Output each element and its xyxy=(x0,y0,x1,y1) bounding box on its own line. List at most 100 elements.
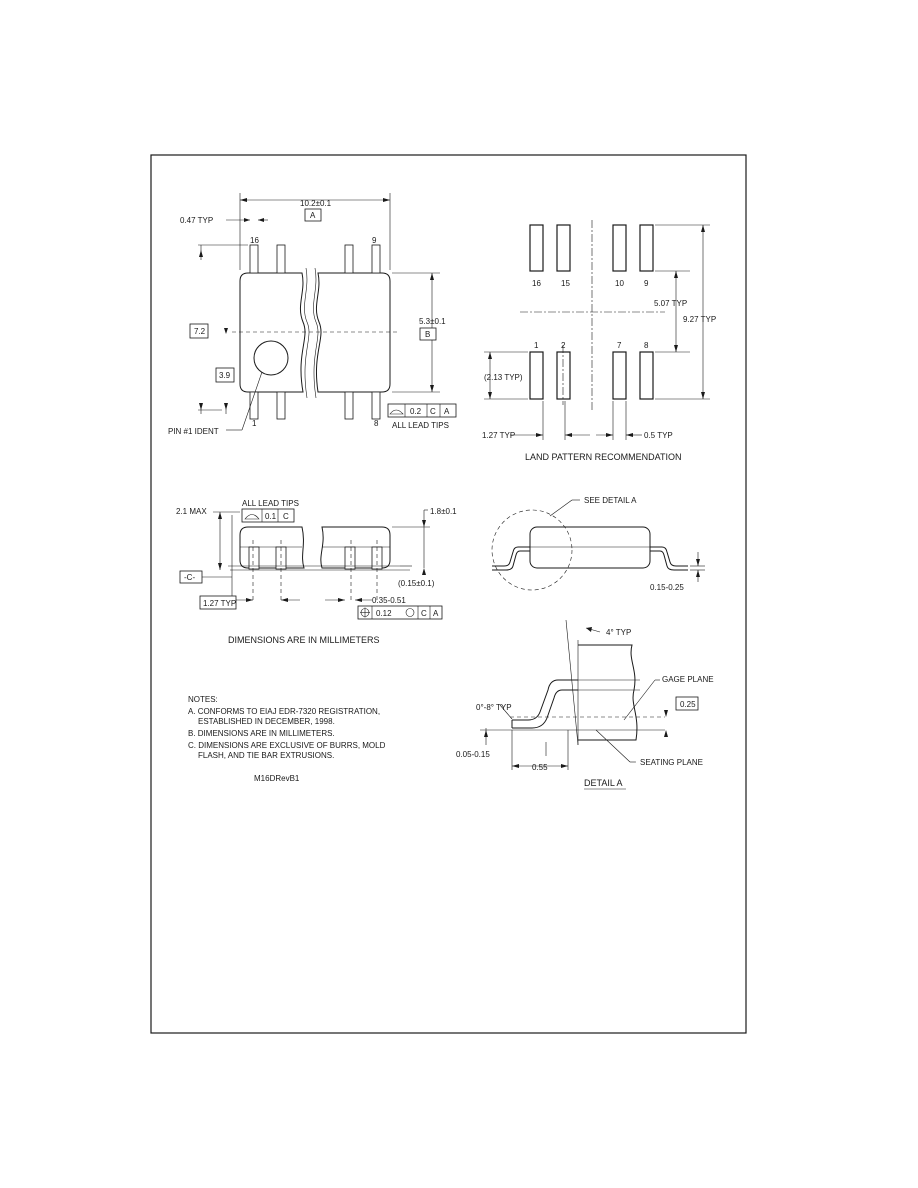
pad-label-9: 9 xyxy=(644,279,649,288)
end-lead-right xyxy=(650,546,688,567)
length-dim: 10.2±0.1 xyxy=(300,199,332,208)
datum-a-label: A xyxy=(310,211,316,220)
pitch-dim: 1.27 TYP xyxy=(482,431,515,440)
note-c-cont: FLASH, AND TIE BAR EXTRUSIONS. xyxy=(198,751,334,760)
pad-label-1: 1 xyxy=(534,341,539,350)
lead-16 xyxy=(249,244,259,274)
gage-box-label: 0.25 xyxy=(680,700,696,709)
gage-box xyxy=(675,696,699,711)
land-pattern: 16 15 10 9 1 2 7 8 9.27 TYP 5.07 TYP (2.… xyxy=(482,220,716,462)
lead-tips-label: ALL LEAD TIPS xyxy=(392,421,449,430)
body-width-label: 7.2 xyxy=(194,327,206,336)
profile-tol-value: 0.2 xyxy=(410,407,422,416)
lead-7 xyxy=(344,391,354,420)
end-lead-left xyxy=(492,546,530,567)
gage-plane-label: GAGE PLANE xyxy=(662,675,714,684)
pin1-ident-label: PIN #1 IDENT xyxy=(168,427,219,436)
lead-2 xyxy=(276,391,286,420)
pad-label-16: 16 xyxy=(532,279,541,288)
note-a-cont: ESTABLISHED IN DECEMBER, 1998. xyxy=(198,717,335,726)
lead-width-dim: 0.47 TYP xyxy=(180,216,213,225)
top-view-body-right xyxy=(315,272,391,393)
pad-7 xyxy=(612,351,627,400)
pad-label-8: 8 xyxy=(644,341,649,350)
datum-b-box xyxy=(419,327,437,341)
draft-angle-dim: 4° TYP xyxy=(606,628,631,637)
pad-15 xyxy=(556,224,571,272)
detail-a-title: DETAIL A xyxy=(584,778,623,788)
body-width-box xyxy=(189,323,209,339)
lead-thickness-dim: 0.15-0.25 xyxy=(650,583,684,592)
max-height-dim: 2.1 MAX xyxy=(176,507,207,516)
position-tol-a: A xyxy=(433,609,439,618)
flatness-icon xyxy=(244,514,260,520)
datum-c-label: -C- xyxy=(184,573,195,582)
height-label: 3.9 xyxy=(219,371,231,380)
pad-2 xyxy=(556,351,571,400)
lead-10 xyxy=(344,244,354,274)
detail-a: 4° TYP GAGE PLANE 0.25 0°-8° TYP 0.05-0.… xyxy=(456,619,714,790)
top-view: 10.2±0.1 A 0.47 TYP 16 9 1 8 7.2 3.9 5.3… xyxy=(168,193,457,436)
foot-length-dim: 0.55 xyxy=(532,763,548,772)
coplanarity-datum: C xyxy=(283,512,289,521)
side-view-body-right xyxy=(320,526,391,569)
datum-b-label: B xyxy=(425,330,430,339)
drawing-code: M16DRevB1 xyxy=(254,774,300,783)
row-gap-dim: 5.07 TYP xyxy=(654,299,687,308)
pad-16 xyxy=(529,224,544,272)
coplanarity-value: 0.1 xyxy=(265,512,277,521)
pad-label-15: 15 xyxy=(561,279,570,288)
foot-angle-dim: 0°-8° TYP xyxy=(476,703,512,712)
note-a: A. CONFORMS TO EIAJ EDR-7320 REGISTRATIO… xyxy=(188,707,380,716)
lead-15 xyxy=(276,244,286,274)
lead-9 xyxy=(371,244,381,274)
pad-8 xyxy=(639,351,654,400)
notes: NOTES: A. CONFORMS TO EIAJ EDR-7320 REGI… xyxy=(188,695,386,783)
mmc-icon xyxy=(405,608,415,617)
pad-label-7: 7 xyxy=(617,341,622,350)
standoff-dim: (0.15±0.1) xyxy=(398,579,435,588)
datum-a-box xyxy=(304,208,322,222)
pad-label-2: 2 xyxy=(561,341,566,350)
overall-width-dim: 5.3±0.1 xyxy=(419,317,446,326)
position-tol-frame xyxy=(357,605,443,620)
pad-1 xyxy=(529,351,544,400)
pad-label-10: 10 xyxy=(615,279,624,288)
pin1-mark xyxy=(253,340,289,376)
lead-pitch-box xyxy=(199,595,237,610)
detail-lead xyxy=(512,679,578,721)
detail-body xyxy=(578,644,638,741)
pin-16-label: 16 xyxy=(250,236,259,245)
height-box xyxy=(215,367,235,383)
seating-plane-label: SEATING PLANE xyxy=(640,758,703,767)
drawing-frame xyxy=(150,154,747,1034)
detail-standoff-dim: 0.05-0.15 xyxy=(456,750,490,759)
lead-8 xyxy=(371,391,381,420)
pad-length-dim: (2.13 TYP) xyxy=(484,373,523,382)
pad-9 xyxy=(639,224,654,272)
land-pattern-title: LAND PATTERN RECOMMENDATION xyxy=(525,452,682,462)
side-view-body-left xyxy=(239,526,305,569)
side-view: 2.1 MAX ALL LEAD TIPS 0.1 C -C- 1.8±0.1 … xyxy=(176,499,457,645)
detail-a-circle xyxy=(491,509,573,591)
dimension-note: DIMENSIONS ARE IN MILLIMETERS xyxy=(228,635,380,645)
top-view-body xyxy=(239,272,306,393)
side-lead-width-dim: 0.35-0.51 xyxy=(372,596,406,605)
pad-width-dim: 0.5 TYP xyxy=(644,431,673,440)
lead-pitch-label: 1.27 TYP xyxy=(203,599,236,608)
end-view-body xyxy=(529,526,651,569)
pin-9-label: 9 xyxy=(372,236,377,245)
pad-10 xyxy=(612,224,627,272)
lead-1 xyxy=(249,391,259,420)
note-b: B. DIMENSIONS ARE IN MILLIMETERS. xyxy=(188,729,335,738)
pin-8-label: 8 xyxy=(374,419,379,428)
overall-land-dim: 9.27 TYP xyxy=(683,315,716,324)
profile-tol-a: A xyxy=(444,407,450,416)
body-thickness-dim: 1.8±0.1 xyxy=(430,507,457,516)
position-tol-value: 0.12 xyxy=(376,609,392,618)
notes-heading: NOTES: xyxy=(188,695,218,704)
position-tol-c: C xyxy=(421,609,427,618)
profile-tol-c: C xyxy=(430,407,436,416)
note-c: C. DIMENSIONS ARE EXCLUSIVE OF BURRS, MO… xyxy=(188,741,386,750)
